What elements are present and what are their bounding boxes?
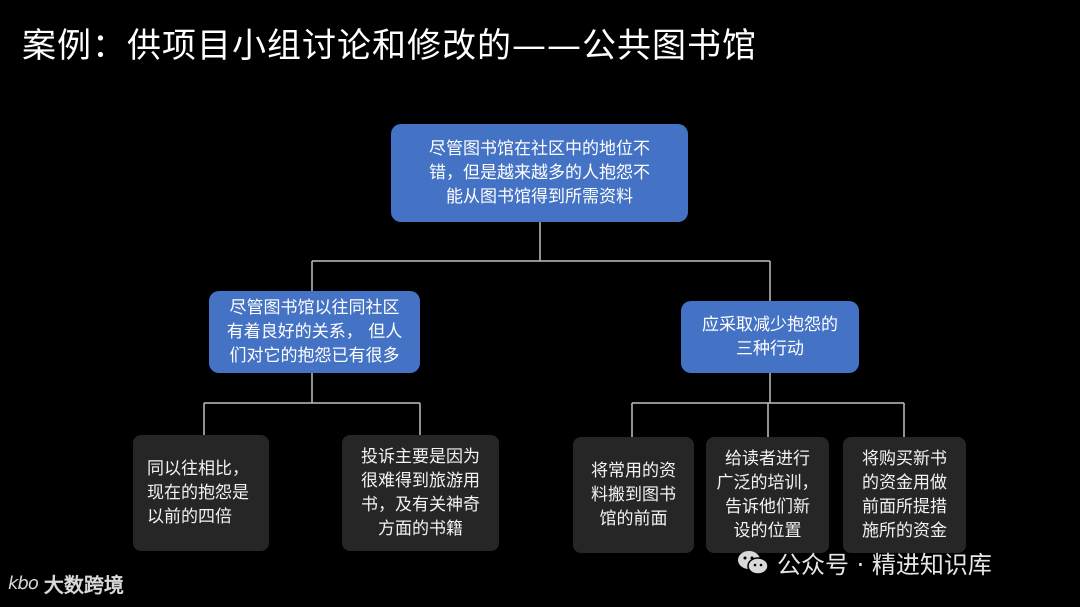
wechat-icon [738,550,769,575]
node-leaf-r3: 将购买新书 的资金用做 前面所提措 施所的资金 [843,437,966,553]
node-root: 尽管图书馆在社区中的地位不 错，但是越来越多的人抱怨不 能从图书馆得到所需资料 [391,124,688,222]
brand-logo-icon: kbo [8,573,39,594]
node-left: 尽管图书馆以往同社区 有着良好的关系， 但人 们对它的抱怨已有很多 [209,291,420,373]
connector-right [631,373,905,437]
connector-root [311,222,771,301]
brand-watermark: kbo 大数跨境 [8,569,124,598]
node-right: 应采取减少抱怨的 三种行动 [681,301,859,373]
connector-left [203,373,421,435]
brand-name: 大数跨境 [43,573,124,597]
node-leaf-l2: 投诉主要是因为 很难得到旅游用 书，及有关神奇 方面的书籍 [342,435,499,551]
node-leaf-r1: 将常用的资 料搬到图书 馆的前面 [573,437,694,553]
account-name: 公众号 · 精进知识库 [777,551,992,579]
slide-title: 案例：供项目小组讨论和修改的——公共图书馆 [22,26,757,66]
node-leaf-l1: 同以往相比， 现在的抱怨是 以前的四倍 [133,435,269,551]
account-watermark: 公众号 · 精进知识库 [737,545,992,580]
node-leaf-r2: 给读者进行 广泛的培训， 告诉他们新 设的位置 [706,437,829,553]
